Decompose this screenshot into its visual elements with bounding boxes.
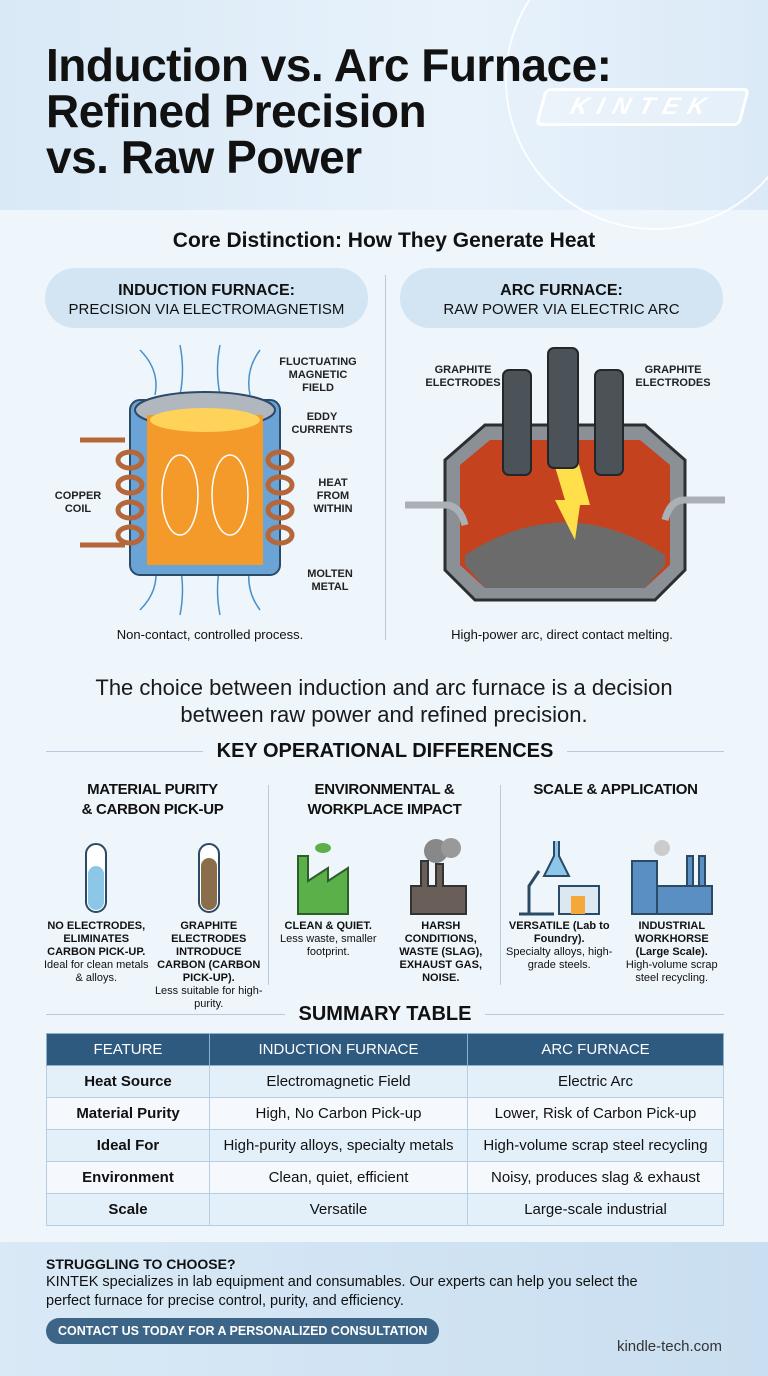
- svg-text:WITHIN: WITHIN: [313, 503, 352, 515]
- item: VERSATILE (Lab to Foundry).Specialty all…: [504, 836, 614, 985]
- column-header: FEATURE: [46, 1033, 210, 1066]
- summary-heading: SUMMARY TABLE: [46, 1003, 724, 1026]
- contact-button[interactable]: CONTACT US TODAY FOR A PERSONALIZED CONS…: [46, 1318, 440, 1344]
- induction-caption: Non-contact, controlled process.: [116, 627, 304, 642]
- title-line: Induction vs. Arc Furnace:: [46, 39, 612, 91]
- svg-text:COIL: COIL: [65, 503, 92, 515]
- arc-pill: ARC FURNACE: RAW POWER VIA ELECTRIC ARC: [400, 268, 723, 328]
- column-material-purity: MATERIAL PURITY& CARBON PICK-UP NO ELECT…: [40, 780, 265, 1011]
- feature-cell: Material Purity: [46, 1097, 210, 1130]
- polluting-factory-icon: [409, 838, 467, 915]
- arc-caption: High-power arc, direct contact melting.: [451, 627, 673, 642]
- header: Induction vs. Arc Furnace: Refined Preci…: [0, 0, 768, 230]
- lab-equipment-icon: [519, 841, 601, 916]
- divider: [268, 785, 269, 985]
- induction-title: INDUCTION FURNACE:: [118, 282, 295, 299]
- kintek-logo: KINTEK: [534, 88, 751, 126]
- feature-cell: Scale: [46, 1193, 210, 1226]
- arc-cell: High-volume scrap steel recycling: [467, 1129, 724, 1162]
- column-header: INDUCTION FURNACE: [209, 1033, 468, 1066]
- footer: STRUGGLING TO CHOOSE? KINTEK specializes…: [0, 1242, 768, 1376]
- column-environment: ENVIRONMENTAL &WORKPLACE IMPACT CLEAN & …: [272, 780, 497, 985]
- green-factory-icon: [297, 843, 350, 915]
- industrial-plant-icon: [630, 840, 713, 915]
- label-metal: MOLTEN: [307, 568, 353, 580]
- label-electrodes-left: GRAPHITE: [435, 364, 492, 376]
- clear-test-tube-icon: [85, 843, 108, 913]
- item: NO ELECTRODES, ELIMINATES CARBON PICK-UP…: [41, 836, 151, 1011]
- arc-cell: Large-scale industrial: [467, 1193, 724, 1226]
- column-scale: SCALE & APPLICATION VERSATILE (Lab to Fo…: [503, 780, 728, 985]
- quote-line: The choice between induction and arc fur…: [95, 675, 673, 700]
- core-heading: Core Distinction: How They Generate Heat: [172, 229, 596, 252]
- arc-cell: Lower, Risk of Carbon Pick-up: [467, 1097, 724, 1130]
- svg-text:FIELD: FIELD: [302, 382, 334, 394]
- label-coil: COPPER: [55, 490, 102, 502]
- divider: [500, 785, 501, 985]
- feature-cell: Environment: [46, 1161, 210, 1194]
- divider: [385, 275, 386, 640]
- induction-cell: Versatile: [209, 1193, 468, 1226]
- footer-text: KINTEK specializes in lab equipment and …: [46, 1274, 638, 1309]
- induction-subtitle: PRECISION VIA ELECTROMAGNETISM: [68, 301, 345, 318]
- label-eddy: EDDY: [307, 411, 338, 423]
- arc-cell: Noisy, produces slag & exhaust: [467, 1161, 724, 1194]
- item: INDUSTRIAL WORKHORSE (Large Scale).High-…: [617, 836, 727, 985]
- label-heat: HEAT: [318, 477, 347, 489]
- item: GRAPHITE ELECTRODES INTRODUCE CARBON (CA…: [154, 836, 264, 1011]
- svg-text:CURRENTS: CURRENTS: [291, 424, 352, 436]
- differences-heading: KEY OPERATIONAL DIFFERENCES: [46, 740, 724, 763]
- induction-cell: High, No Carbon Pick-up: [209, 1097, 468, 1130]
- svg-text:METAL: METAL: [311, 581, 348, 593]
- arc-cell: Electric Arc: [467, 1065, 724, 1098]
- title-line: vs. Raw Power: [46, 131, 362, 183]
- website-link[interactable]: kindle-tech.com: [616, 1338, 722, 1355]
- summary-heading-text: SUMMARY TABLE: [298, 1003, 472, 1025]
- table-header-row: FEATURE INDUCTION FURNACE ARC FURNACE: [46, 1033, 724, 1066]
- item: CLEAN & QUIET.Less waste, smaller footpr…: [273, 836, 383, 985]
- induction-cell: High-purity alloys, specialty metals: [209, 1129, 468, 1162]
- svg-text:FROM: FROM: [317, 490, 349, 502]
- svg-text:ELECTRODES: ELECTRODES: [635, 377, 710, 389]
- footer-title: STRUGGLING TO CHOOSE?: [46, 1256, 236, 1272]
- title-line: Refined Precision: [46, 85, 427, 137]
- induction-pill: INDUCTION FURNACE: PRECISION VIA ELECTROM…: [45, 268, 368, 328]
- arc-subtitle: RAW POWER VIA ELECTRIC ARC: [443, 301, 680, 318]
- feature-cell: Heat Source: [46, 1065, 210, 1098]
- svg-text:MAGNETIC: MAGNETIC: [289, 369, 348, 381]
- induction-cell: Clean, quiet, efficient: [209, 1161, 468, 1194]
- feature-cell: Ideal For: [46, 1129, 210, 1162]
- summary-table: FEATURE INDUCTION FURNACE ARC FURNACE He…: [46, 1033, 724, 1226]
- differences-heading-text: KEY OPERATIONAL DIFFERENCES: [216, 740, 554, 762]
- svg-text:ELECTRODES: ELECTRODES: [425, 377, 500, 389]
- item: HARSH CONDITIONS, WASTE (SLAG), EXHAUST …: [386, 836, 496, 985]
- page-title: Induction vs. Arc Furnace: Refined Preci…: [46, 42, 612, 180]
- column-header: ARC FURNACE: [467, 1033, 724, 1066]
- dirty-test-tube-icon: [197, 843, 220, 913]
- induction-cell: Electromagnetic Field: [209, 1065, 468, 1098]
- label-field: FLUCTUATING: [279, 356, 356, 368]
- key-quote: The choice between induction and arc fur…: [0, 674, 768, 728]
- quote-line: between raw power and refined precision.: [180, 702, 588, 727]
- label-electrodes-right: GRAPHITE: [645, 364, 702, 376]
- arc-title: ARC FURNACE:: [500, 282, 623, 299]
